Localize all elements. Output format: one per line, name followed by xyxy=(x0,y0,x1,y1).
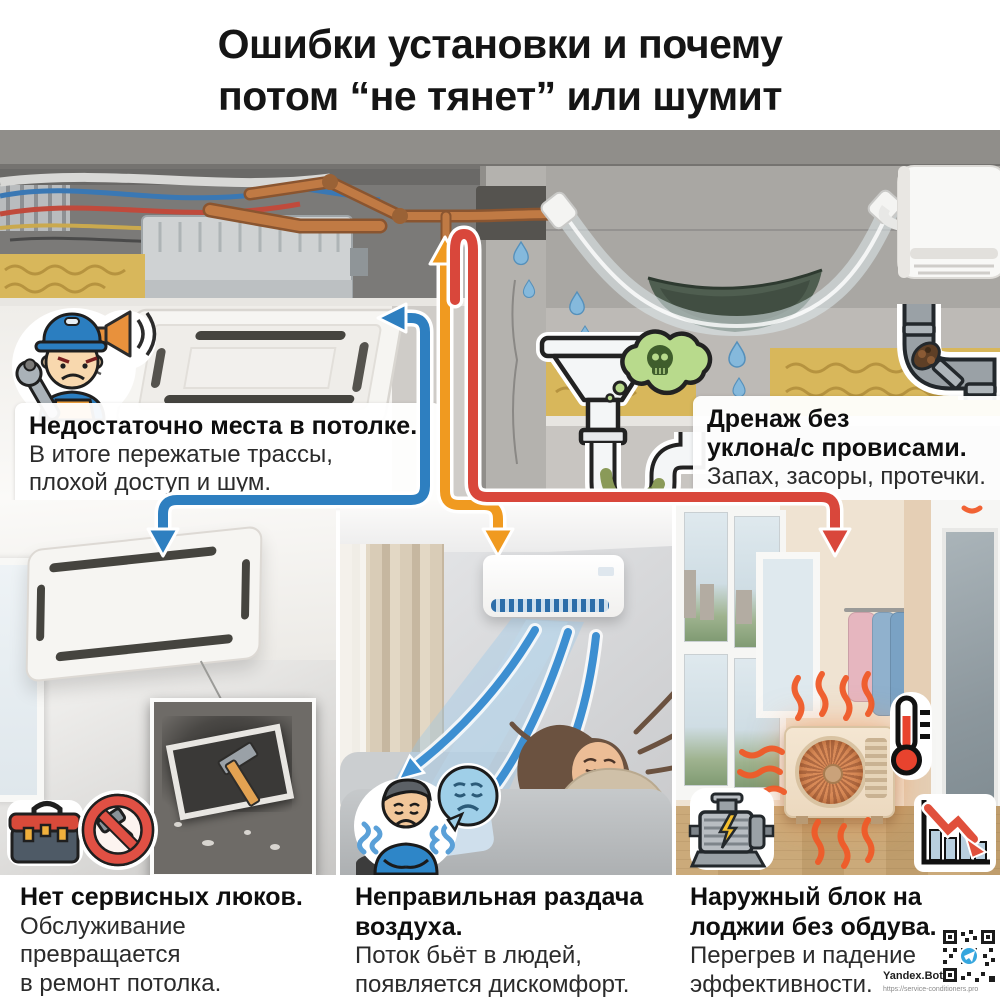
caption-heading: Наружный блок на лоджии без обдува. xyxy=(690,883,937,941)
thermometer-icon xyxy=(890,692,932,780)
caption-strip: Нет сервисных люков. Обслуживание превра… xyxy=(0,875,1000,1000)
ceiling-cassette xyxy=(25,525,263,683)
ceiling-slab xyxy=(0,130,1000,166)
watermark-url: https://service-conditioners.pro xyxy=(883,986,979,993)
megaphone-icon xyxy=(92,310,157,358)
city-building xyxy=(736,590,752,624)
no-hammer-icon xyxy=(78,790,158,870)
callout-heading: Недостаточно места в потолке. xyxy=(29,412,418,440)
title-line2: потом “не тянет” или шумит xyxy=(218,73,782,120)
clogged-pipe-icon xyxy=(897,304,1000,400)
copper-pipes xyxy=(202,174,563,250)
ac-vent xyxy=(491,599,609,612)
cassette-unit-body xyxy=(141,215,368,303)
toolbox-icon xyxy=(7,800,83,866)
panel-outdoor-unit-loggia xyxy=(676,500,1000,875)
outdoor-condenser-unit xyxy=(784,726,895,824)
motor-icon xyxy=(688,788,775,870)
page-title: Ошибки установки и почему потом “не тяне… xyxy=(0,18,1000,122)
caption-wrong-air-distribution: Неправильная раздача воздуха. Поток бьёт… xyxy=(355,883,670,1000)
back-window xyxy=(756,552,820,718)
title-line1: Ошибки установки и почему xyxy=(217,21,783,67)
insulation-left xyxy=(0,254,145,302)
ac-display xyxy=(598,567,614,576)
door-glass xyxy=(942,528,998,836)
qr-code xyxy=(941,928,997,984)
watermark: Yandex.Bot https://service-conditioners.… xyxy=(883,928,997,998)
shivering-man-icon xyxy=(354,778,458,875)
city-building xyxy=(684,570,696,618)
declining-chart-icon xyxy=(914,794,996,872)
caption-body: Перегрев и падение эффективности. xyxy=(690,942,916,998)
caption-no-service-hatches: Нет сервисных люков. Обслуживание превра… xyxy=(20,883,330,999)
cold-face-icon xyxy=(435,763,501,836)
panel-wrong-air-distribution xyxy=(340,500,672,875)
wall-ac-unit xyxy=(483,555,624,617)
caption-outdoor-unit-loggia: Наружный блок на лоджии без обдува. Пере… xyxy=(690,883,990,1000)
clothes-rail xyxy=(844,608,918,612)
callout-body: Запах, засоры, протечки. xyxy=(707,463,986,490)
city-building xyxy=(700,584,714,620)
plenum-cavity xyxy=(0,169,482,303)
caption-heading: Неправильная раздача воздуха. xyxy=(355,883,644,941)
callout-drainage: Дренаж без уклона/с провисами. Запах, за… xyxy=(693,396,1000,501)
broken-ceiling-inset xyxy=(150,698,316,875)
callout-ceiling-space: Недостаточно места в потолке. В итоге пе… xyxy=(15,403,441,507)
caption-heading: Нет сервисных люков. xyxy=(20,883,303,911)
watermark-brand: Yandex.Bot xyxy=(883,970,943,982)
caption-body: Поток бьёт в людей, появляется дискомфор… xyxy=(355,942,630,998)
callout-heading: Дренаж без уклона/с провисами. xyxy=(707,405,967,462)
caption-body: Обслуживание превращается в ремонт потол… xyxy=(20,912,222,998)
wall-ac-indoor-unit xyxy=(878,165,1000,279)
callout-body: В итоге пережатые трассы, плохой доступ … xyxy=(29,441,333,497)
panel-no-service-hatches xyxy=(0,500,336,875)
